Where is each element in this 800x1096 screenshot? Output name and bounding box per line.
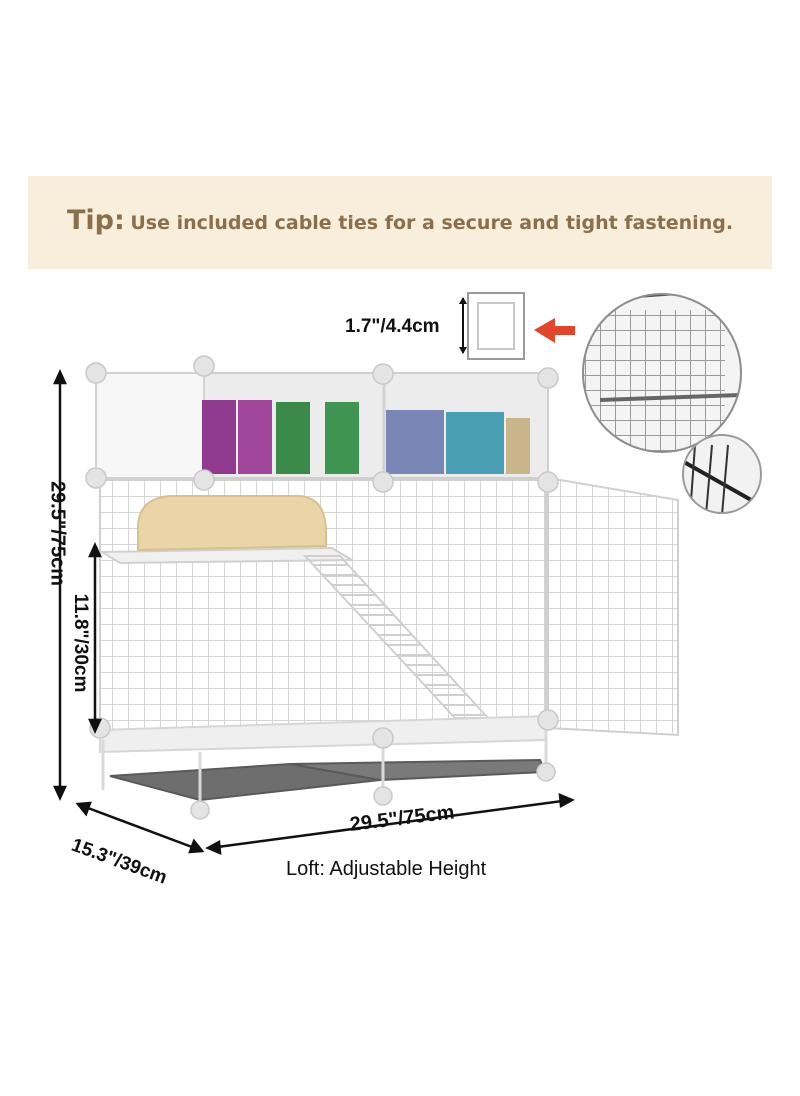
cubby-door bbox=[95, 372, 205, 479]
tip-banner: Tip: Use included cable ties for a secur… bbox=[28, 176, 772, 269]
food-box bbox=[506, 418, 530, 474]
tip-label: Tip: bbox=[66, 205, 125, 236]
cage bbox=[85, 355, 679, 820]
zoom-detail-circle bbox=[582, 293, 742, 453]
pet-bed bbox=[137, 495, 327, 552]
tip-body: Use included cable ties for a secure and… bbox=[130, 212, 734, 234]
panel-gap-detail bbox=[459, 292, 525, 360]
food-cans bbox=[446, 412, 504, 474]
food-bag bbox=[276, 402, 310, 474]
food-cans bbox=[386, 410, 444, 474]
loft-height-label: 11.8"/30cm bbox=[70, 593, 91, 693]
food-bag bbox=[325, 402, 359, 474]
cage-door bbox=[547, 476, 679, 737]
height-label: 29.5"/75cm bbox=[46, 480, 69, 587]
food-bag bbox=[238, 400, 272, 474]
loft-shelf bbox=[98, 546, 356, 565]
red-arrow-icon bbox=[534, 318, 575, 343]
panel-connectors bbox=[85, 355, 559, 820]
panel-gap-label: 1.7"/4.4cm bbox=[345, 316, 440, 337]
food-bag bbox=[202, 400, 236, 474]
tip-text: Tip: Use included cable ties for a secur… bbox=[28, 205, 772, 236]
cable-tie-zoom-circle bbox=[682, 434, 762, 514]
dimension-lines bbox=[53, 368, 575, 855]
caption: Loft: Adjustable Height bbox=[286, 858, 487, 880]
